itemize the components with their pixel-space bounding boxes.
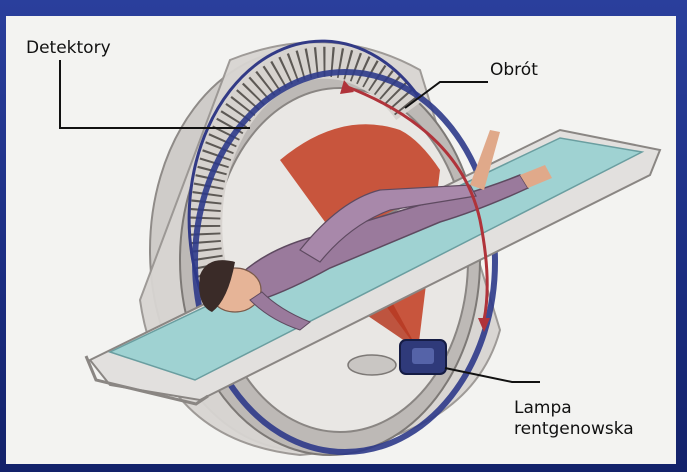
label-lamp-line1: Lampa — [514, 398, 634, 419]
label-detectors: Detektory — [26, 38, 111, 59]
label-rotation: Obrót — [490, 60, 538, 81]
label-lamp-line2: rentgenowska — [514, 419, 634, 440]
label-xray-lamp: Lampa rentgenowska — [514, 398, 634, 440]
